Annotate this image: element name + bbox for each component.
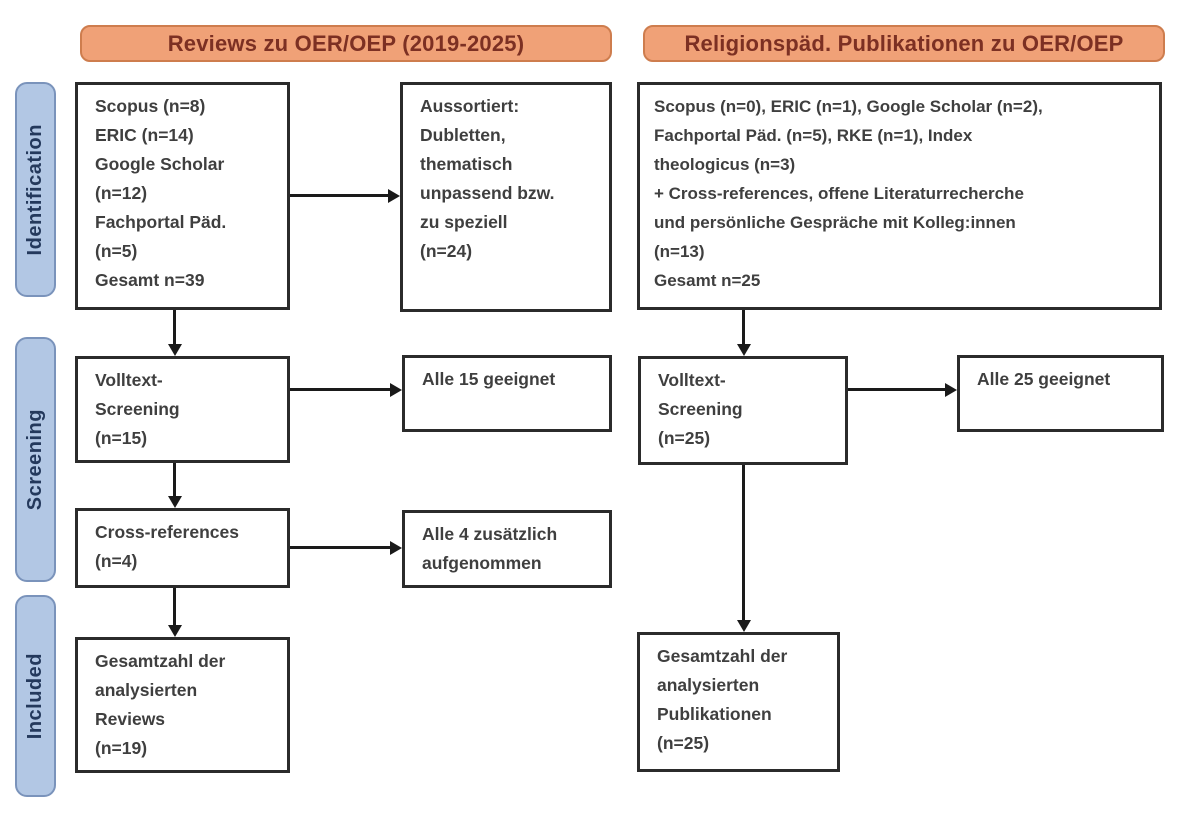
- box-reviews-fulltext: Volltext- Screening (n=15): [75, 356, 290, 463]
- arrow-head-icon: [168, 496, 182, 508]
- arrow-line: [848, 388, 947, 391]
- box-reviews-fulltext-text: Volltext- Screening (n=15): [95, 370, 180, 448]
- box-religionspaed-fulltext-result-text: Alle 25 geeignet: [977, 369, 1111, 389]
- box-reviews-excluded: Aussortiert: Dubletten, thematisch unpas…: [400, 82, 612, 312]
- column-header-religionspaed-label: Religionspäd. Publikationen zu OER/OEP: [684, 30, 1124, 56]
- box-religionspaed-fulltext-text: Volltext- Screening (n=25): [658, 370, 743, 448]
- arrow-head-icon: [737, 344, 751, 356]
- arrow-line: [173, 463, 176, 498]
- box-religionspaed-fulltext-result: Alle 25 geeignet: [957, 355, 1164, 432]
- stage-label-screening: Screening: [15, 337, 56, 582]
- box-reviews-included: Gesamtzahl der analysierten Reviews (n=1…: [75, 637, 290, 773]
- box-reviews-crossref-result: Alle 4 zusätzlich aufgenommen: [402, 510, 612, 588]
- arrow-line: [742, 310, 745, 346]
- box-reviews-included-text: Gesamtzahl der analysierten Reviews (n=1…: [95, 651, 226, 758]
- box-reviews-fulltext-result-text: Alle 15 geeignet: [422, 369, 556, 389]
- column-header-reviews-label: Reviews zu OER/OEP (2019-2025): [167, 30, 525, 56]
- box-religionspaed-sources-text: Scopus (n=0), ERIC (n=1), Google Scholar…: [654, 97, 1043, 290]
- stage-label-identification-text: Identification: [24, 123, 46, 256]
- stage-label-included-text: Included: [24, 652, 46, 740]
- arrow-head-icon: [168, 625, 182, 637]
- arrow-head-icon: [945, 383, 957, 397]
- box-religionspaed-sources: Scopus (n=0), ERIC (n=1), Google Scholar…: [637, 82, 1162, 310]
- box-reviews-crossref-text: Cross-references (n=4): [95, 522, 239, 571]
- column-header-reviews: Reviews zu OER/OEP (2019-2025): [80, 25, 612, 62]
- box-reviews-excluded-text: Aussortiert: Dubletten, thematisch unpas…: [420, 96, 555, 261]
- stage-label-included: Included: [15, 595, 56, 797]
- arrow-line: [173, 588, 176, 627]
- arrow-head-icon: [168, 344, 182, 356]
- stage-label-screening-text: Screening: [24, 408, 46, 511]
- arrow-head-icon: [388, 189, 400, 203]
- arrow-line: [290, 388, 392, 391]
- box-reviews-fulltext-result: Alle 15 geeignet: [402, 355, 612, 432]
- arrow-head-icon: [390, 541, 402, 555]
- stage-label-identification: Identification: [15, 82, 56, 297]
- column-header-religionspaed: Religionspäd. Publikationen zu OER/OEP: [643, 25, 1165, 62]
- box-reviews-crossref-result-text: Alle 4 zusätzlich aufgenommen: [422, 524, 558, 573]
- arrow-line: [290, 546, 392, 549]
- arrow-head-icon: [390, 383, 402, 397]
- box-reviews-sources: Scopus (n=8) ERIC (n=14) Google Scholar …: [75, 82, 290, 310]
- box-reviews-sources-text: Scopus (n=8) ERIC (n=14) Google Scholar …: [95, 96, 227, 290]
- box-religionspaed-fulltext: Volltext- Screening (n=25): [638, 356, 848, 465]
- box-reviews-crossref: Cross-references (n=4): [75, 508, 290, 588]
- arrow-head-icon: [737, 620, 751, 632]
- box-religionspaed-included: Gesamtzahl der analysierten Publikatione…: [637, 632, 840, 772]
- arrow-line: [290, 194, 390, 197]
- arrow-line: [173, 310, 176, 346]
- box-religionspaed-included-text: Gesamtzahl der analysierten Publikatione…: [657, 646, 788, 753]
- arrow-line: [742, 465, 745, 622]
